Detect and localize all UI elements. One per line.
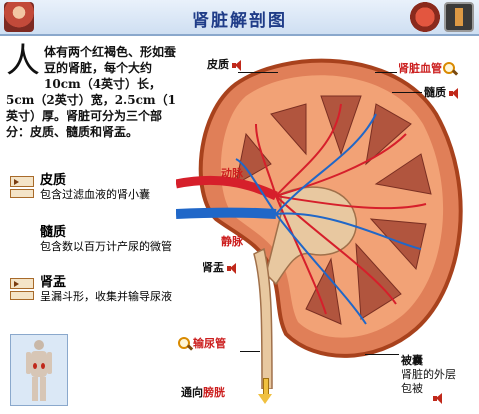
speaker-icon[interactable] <box>448 87 462 99</box>
label-vein: 静脉 <box>221 235 243 248</box>
pelvis-text-button[interactable] <box>10 291 34 300</box>
kidney-icon[interactable] <box>410 2 440 32</box>
down-arrow-icon <box>258 378 272 404</box>
section-medulla-text: 包含数以百万计产尿的微管 <box>40 240 172 253</box>
label-cortex-text: 皮质 <box>207 58 229 71</box>
artery-branches <box>255 103 427 315</box>
section-medulla: 髓质 包含数以百万计产尿的微管 <box>40 226 210 254</box>
renal-vein <box>176 207 277 219</box>
intro-text: 体有两个红褐色、形如蚕豆的肾脏，每个大约10cm（4英寸）长，5cm（2英寸）宽… <box>6 45 177 139</box>
renal-pelvis <box>265 186 357 286</box>
body-silhouette-icon <box>26 340 52 401</box>
pelvis-play-button[interactable] <box>10 278 34 289</box>
human-body-icon[interactable] <box>4 2 34 32</box>
label-artery: 动脉 <box>221 167 243 180</box>
section-cortex-title: 皮质 <box>40 173 67 188</box>
section-pelvis-title: 肾盂 <box>40 275 67 290</box>
section-medulla-title: 髓质 <box>40 225 67 240</box>
label-renal-vessel-text: 肾脏血管 <box>398 62 442 75</box>
intro-paragraph: 人 体有两个红褐色、形如蚕豆的肾脏，每个大约10cm（4英寸）长，5cm（2英寸… <box>6 44 182 140</box>
label-capsule-text2: 包被 <box>401 382 423 395</box>
label-cortex[interactable]: 皮质 <box>207 56 245 72</box>
speaker-icon[interactable] <box>226 262 240 274</box>
speaker-icon[interactable] <box>231 59 245 71</box>
label-pelvis-text: 肾盂 <box>202 261 224 274</box>
label-ureter[interactable]: 输尿管 <box>177 335 226 352</box>
magnifier-icon[interactable] <box>177 336 193 352</box>
label-bladder-text: 膀胱 <box>203 386 225 399</box>
body-thumbnail[interactable] <box>10 334 68 406</box>
cortex-text-button[interactable] <box>10 189 34 198</box>
section-pelvis: 肾盂 呈漏斗形，收集并输导尿液 <box>40 276 210 304</box>
ureter <box>253 247 273 389</box>
label-capsule-title: 被囊 <box>401 354 423 367</box>
label-pelvis[interactable]: 肾盂 <box>200 259 242 275</box>
header-bar: 肾脏解剖图 <box>0 0 479 36</box>
section-pelvis-text: 呈漏斗形，收集并输导尿液 <box>40 290 172 303</box>
label-medulla[interactable]: 髓质 <box>424 84 462 100</box>
label-renal-vessel[interactable]: 肾脏血管 <box>398 60 458 77</box>
film-strip-icon[interactable] <box>444 2 474 32</box>
page-title: 肾脏解剖图 <box>192 11 287 31</box>
renal-artery <box>176 175 278 201</box>
label-capsule[interactable]: 被囊 肾脏的外层 包被 <box>401 354 456 396</box>
medulla-pyramids <box>235 95 432 325</box>
label-medulla-text: 髓质 <box>424 86 446 99</box>
vein-branches <box>235 113 422 325</box>
label-capsule-text1: 肾脏的外层 <box>401 368 456 381</box>
label-bladder[interactable]: 通向膀胱 <box>181 384 225 400</box>
cortex-play-button[interactable] <box>10 176 34 187</box>
pelvis-buttons <box>10 278 36 302</box>
capsule-pointer-line <box>365 354 399 355</box>
speaker-icon[interactable] <box>432 393 446 404</box>
section-cortex: 皮质 包含过滤血液的肾小囊 <box>40 174 210 202</box>
cortex-buttons <box>10 176 36 200</box>
intro-big-char: 人 <box>6 41 40 81</box>
ureter-pointer-line <box>240 351 260 352</box>
section-cortex-text: 包含过滤血液的肾小囊 <box>40 188 150 201</box>
magnifier-icon[interactable] <box>442 61 458 77</box>
vessel-pointer-line <box>375 72 397 73</box>
kidney-illustration <box>176 58 463 389</box>
label-bladder-prefix: 通向 <box>181 386 203 399</box>
medulla-pointer-line <box>392 92 422 93</box>
label-ureter-text: 输尿管 <box>193 337 226 350</box>
cortex-pointer-line <box>238 72 278 73</box>
